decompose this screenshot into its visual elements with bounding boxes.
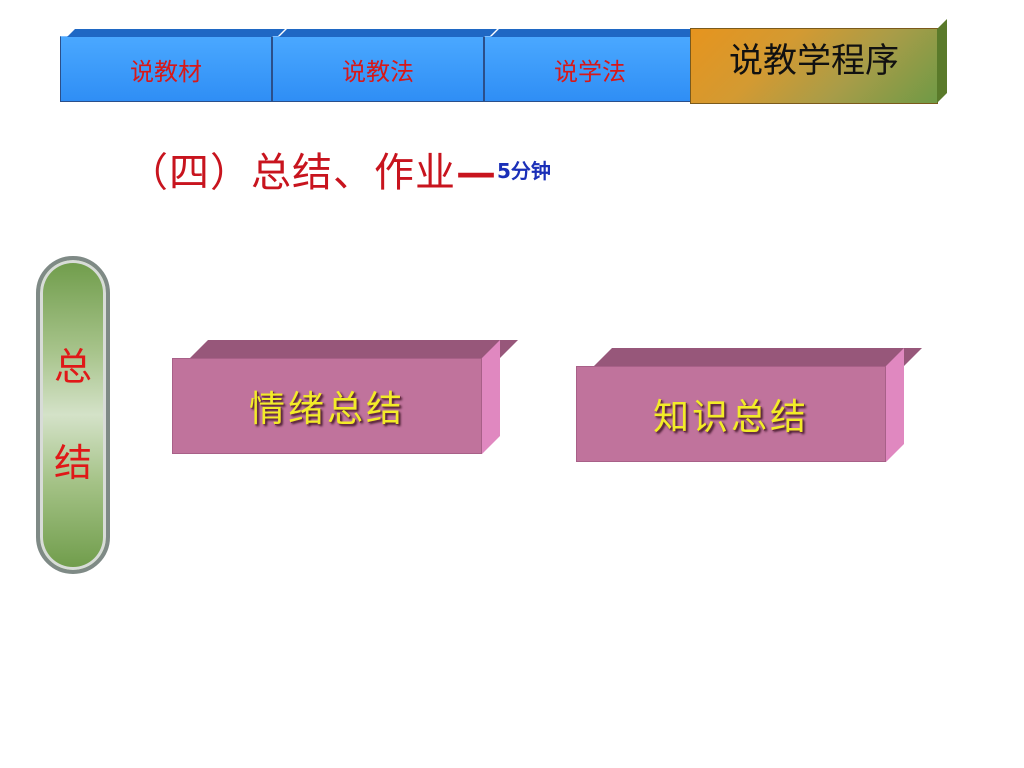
emotion-summary-box[interactable]: 情绪总结: [172, 340, 518, 454]
box-side-face: [886, 348, 904, 462]
box-label: 情绪总结: [248, 389, 405, 430]
title-dash: —: [456, 149, 497, 196]
tab-teaching-procedure[interactable]: 说教学程序: [690, 28, 938, 104]
box-top-face: [190, 340, 518, 358]
title-text: （四）总结、作业: [128, 150, 456, 196]
tab-teaching-materials[interactable]: 说教材: [60, 36, 272, 102]
summary-capsule: 总 结: [36, 256, 110, 574]
tab-label: 说教法: [342, 57, 414, 86]
capsule-char: 结: [53, 441, 92, 485]
page-title: （四）总结、作业—5分钟: [128, 140, 551, 198]
box-label: 知识总结: [652, 397, 809, 438]
box-front-face: 情绪总结: [172, 358, 482, 454]
box-front-face: 知识总结: [576, 366, 886, 462]
tab-label: 说教学程序: [729, 41, 899, 81]
tab-label: 说教材: [130, 57, 202, 86]
tab-label: 说学法: [554, 57, 626, 86]
tab-teaching-methods[interactable]: 说教法: [272, 36, 484, 102]
capsule-char: 总: [53, 345, 92, 389]
box-side-face: [482, 340, 500, 454]
box-top-face: [594, 348, 922, 366]
top-nav: 说教材 说教法 说学法 说教学程序: [60, 28, 948, 104]
duration-label: 5分钟: [497, 159, 551, 183]
tab-learning-methods[interactable]: 说学法: [484, 36, 696, 102]
knowledge-summary-box[interactable]: 知识总结: [576, 348, 922, 462]
